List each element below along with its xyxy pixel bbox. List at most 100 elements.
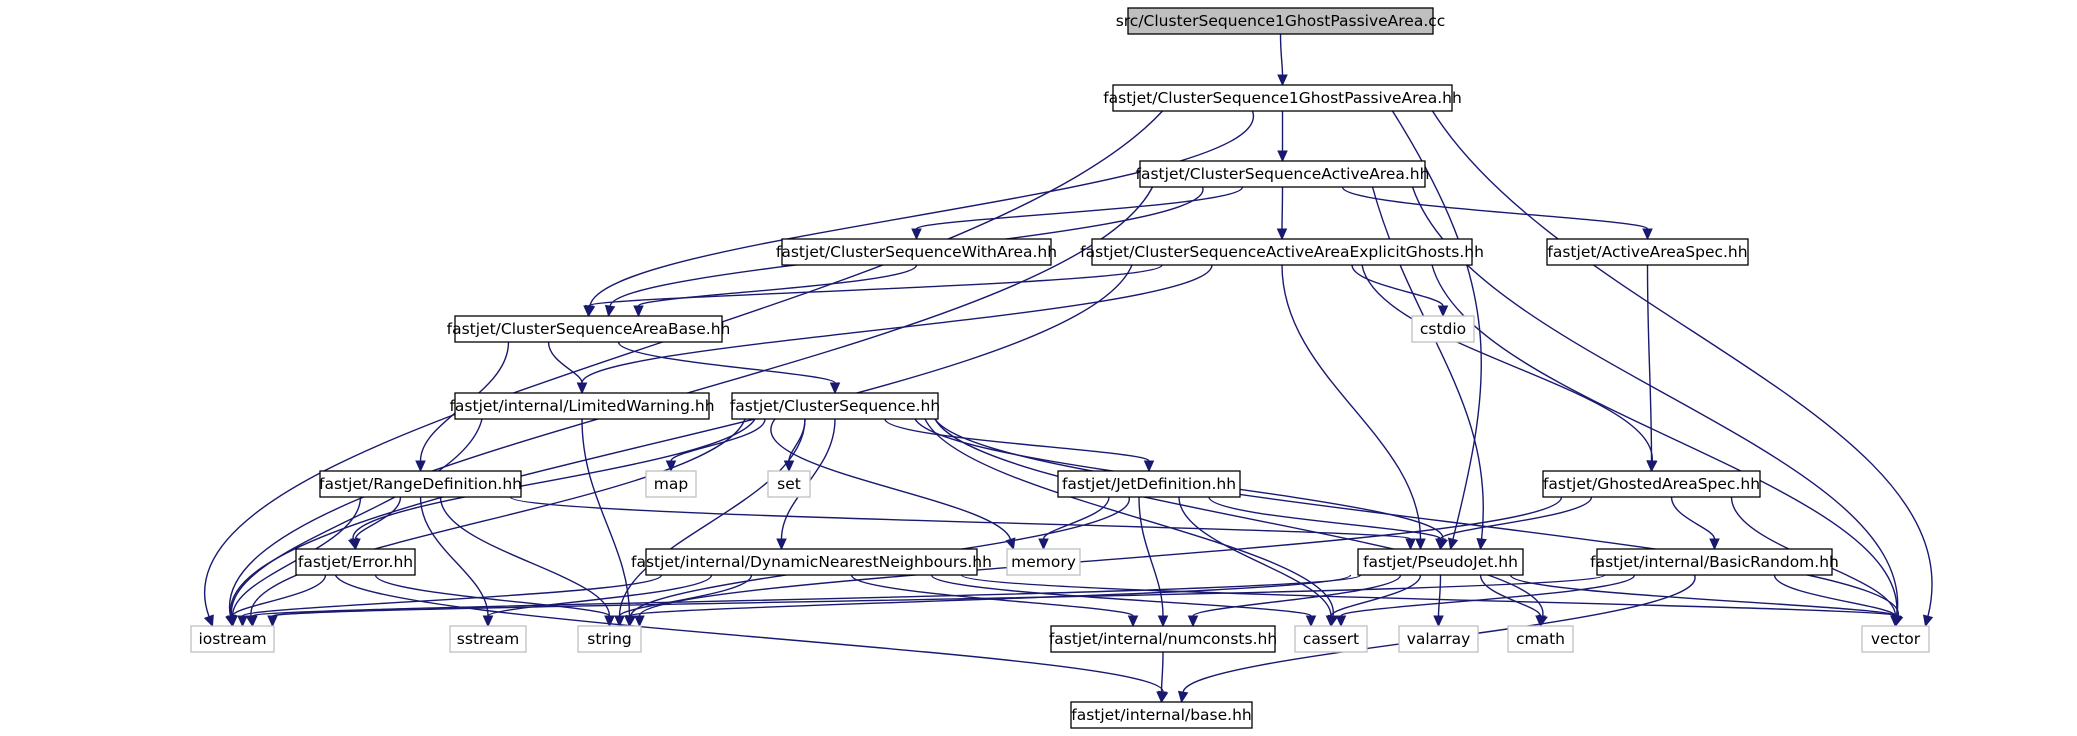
edge-dnn-to-string xyxy=(614,574,753,628)
node-pj[interactable]: fastjet/PseudoJet.hh xyxy=(1357,548,1524,576)
node-cswa[interactable]: fastjet/ClusterSequenceWithArea.hh xyxy=(776,238,1057,266)
edge-gas-to-br xyxy=(1670,496,1720,551)
edge-aas-to-gas xyxy=(1646,264,1657,473)
node-csaaeg[interactable]: fastjet/ClusterSequenceActiveAreaExplici… xyxy=(1080,238,1484,266)
node-aas[interactable]: fastjet/ActiveAreaSpec.hh xyxy=(1546,238,1749,266)
node-sstream: sstream xyxy=(449,625,527,653)
node-label-valarray: valarray xyxy=(1407,630,1471,648)
edge-err-to-string xyxy=(374,574,615,628)
node-label-br: fastjet/internal/BasicRandom.hh xyxy=(1590,553,1839,571)
node-label-iostream: iostream xyxy=(198,630,266,648)
node-src_cc[interactable]: src/ClusterSequence1GhostPassiveArea.cc xyxy=(1116,7,1446,35)
node-label-cstdio: cstdio xyxy=(1420,320,1466,338)
edge-pj-to-string xyxy=(624,574,1352,628)
edge-csaa-to-cswa xyxy=(911,186,1244,241)
edge-csab-to-cs xyxy=(617,341,841,395)
edge-pj-to-valarray xyxy=(1433,574,1444,628)
node-label-vector: vector xyxy=(1871,630,1921,648)
edge-dnn-to-vector xyxy=(960,574,1901,628)
edge-csaaeg-to-csab xyxy=(583,264,1163,318)
node-label-aas: fastjet/ActiveAreaSpec.hh xyxy=(1547,243,1747,261)
edge-lw-to-iostream xyxy=(226,418,483,628)
edge-csab-to-lw xyxy=(547,341,588,395)
edge-cs1gpa-to-iostream xyxy=(203,110,1164,628)
edge-rd-to-pj xyxy=(509,496,1416,551)
node-label-cswa: fastjet/ClusterSequenceWithArea.hh xyxy=(776,243,1057,261)
edge-jd-to-cassert xyxy=(1178,496,1337,628)
node-label-err: fastjet/Error.hh xyxy=(298,553,413,571)
node-csab[interactable]: fastjet/ClusterSequenceAreaBase.hh xyxy=(447,315,731,343)
node-label-csab: fastjet/ClusterSequenceAreaBase.hh xyxy=(447,320,731,338)
edge-pj-to-iostream xyxy=(247,574,1362,628)
edge-err-to-iostream xyxy=(227,574,327,628)
node-label-dnn: fastjet/internal/DynamicNearestNeighbour… xyxy=(631,553,992,571)
edge-br-to-cassert xyxy=(1335,574,1636,628)
node-vector: vector xyxy=(1861,625,1930,653)
edge-rd-to-err xyxy=(350,496,402,551)
node-label-pj: fastjet/PseudoJet.hh xyxy=(1363,553,1518,571)
node-cs[interactable]: fastjet/ClusterSequence.hh xyxy=(730,392,940,420)
node-set: set xyxy=(767,470,811,498)
edge-csaaeg-to-pj xyxy=(1281,264,1426,551)
node-label-cassert: cassert xyxy=(1303,630,1359,648)
edge-cs-to-jd xyxy=(884,418,1155,473)
edge-gas-to-string xyxy=(634,496,1563,628)
node-label-numconsts: fastjet/internal/numconsts.hh xyxy=(1049,630,1277,648)
edge-dnn-to-iostream xyxy=(237,574,663,628)
node-label-sstream: sstream xyxy=(457,630,519,648)
node-iostream: iostream xyxy=(190,625,275,653)
edge-csaa-to-aas xyxy=(1341,186,1653,241)
edge-cs1gpa-to-csaa xyxy=(1277,110,1288,163)
node-cstdio: cstdio xyxy=(1411,315,1475,343)
node-jd[interactable]: fastjet/JetDefinition.hh xyxy=(1057,470,1241,498)
node-label-memory: memory xyxy=(1011,553,1076,571)
edge-dnn-to-cassert xyxy=(930,574,1317,628)
node-cs1gpa[interactable]: fastjet/ClusterSequence1GhostPassiveArea… xyxy=(1103,84,1462,112)
node-label-cs1gpa: fastjet/ClusterSequence1GhostPassiveArea… xyxy=(1103,89,1462,107)
node-label-csaa: fastjet/ClusterSequenceActiveArea.hh xyxy=(1136,165,1430,183)
node-string: string xyxy=(577,625,642,653)
node-cmath: cmath xyxy=(1507,625,1574,653)
node-memory: memory xyxy=(1006,548,1081,576)
edge-cswa-to-csab xyxy=(633,264,918,318)
edge-src_cc-to-cs1gpa xyxy=(1277,33,1288,87)
node-label-lw: fastjet/internal/LimitedWarning.hh xyxy=(449,397,714,415)
edge-pj-to-cmath xyxy=(1479,574,1546,628)
node-label-src_cc: src/ClusterSequence1GhostPassiveArea.cc xyxy=(1116,12,1446,30)
node-label-base: fastjet/internal/base.hh xyxy=(1071,706,1251,724)
node-rd[interactable]: fastjet/RangeDefinition.hh xyxy=(319,470,522,498)
edge-csaaeg-to-gas xyxy=(1361,264,1658,473)
node-br[interactable]: fastjet/internal/BasicRandom.hh xyxy=(1590,548,1839,576)
node-label-cs: fastjet/ClusterSequence.hh xyxy=(730,397,940,415)
edge-cs-to-set xyxy=(783,418,806,473)
node-base[interactable]: fastjet/internal/base.hh xyxy=(1070,701,1253,729)
node-numconsts[interactable]: fastjet/internal/numconsts.hh xyxy=(1049,625,1277,653)
node-valarray: valarray xyxy=(1398,625,1479,653)
edge-gas-to-pj xyxy=(1435,496,1593,551)
node-label-gas: fastjet/GhostedAreaSpec.hh xyxy=(1543,475,1760,493)
edges xyxy=(203,33,1934,704)
edge-dnn-to-sstream xyxy=(482,574,713,628)
node-csaa[interactable]: fastjet/ClusterSequenceActiveArea.hh xyxy=(1136,160,1430,188)
node-map: map xyxy=(645,470,697,498)
node-dnn[interactable]: fastjet/internal/DynamicNearestNeighbour… xyxy=(631,548,992,576)
edge-cs-to-map xyxy=(665,418,766,473)
node-gas[interactable]: fastjet/GhostedAreaSpec.hh xyxy=(1542,470,1761,498)
node-err[interactable]: fastjet/Error.hh xyxy=(295,548,416,576)
node-label-rd: fastjet/RangeDefinition.hh xyxy=(319,475,522,493)
edge-pj-to-numconsts xyxy=(1187,574,1402,628)
edge-br-to-vector xyxy=(1773,574,1901,628)
edge-br-to-iostream xyxy=(267,574,1606,628)
node-label-jd: fastjet/JetDefinition.hh xyxy=(1062,475,1236,493)
node-lw[interactable]: fastjet/internal/LimitedWarning.hh xyxy=(449,392,715,420)
node-label-map: map xyxy=(654,475,688,493)
node-cassert: cassert xyxy=(1294,625,1368,653)
edge-csaaeg-to-cstdio xyxy=(1351,264,1449,318)
node-label-cmath: cmath xyxy=(1516,630,1565,648)
node-label-set: set xyxy=(777,475,801,493)
edge-numconsts-to-base xyxy=(1156,651,1167,704)
edge-pj-to-cassert xyxy=(1325,574,1422,628)
edge-jd-to-numconsts xyxy=(1138,496,1169,628)
node-label-csaaeg: fastjet/ClusterSequenceActiveAreaExplici… xyxy=(1080,243,1484,261)
